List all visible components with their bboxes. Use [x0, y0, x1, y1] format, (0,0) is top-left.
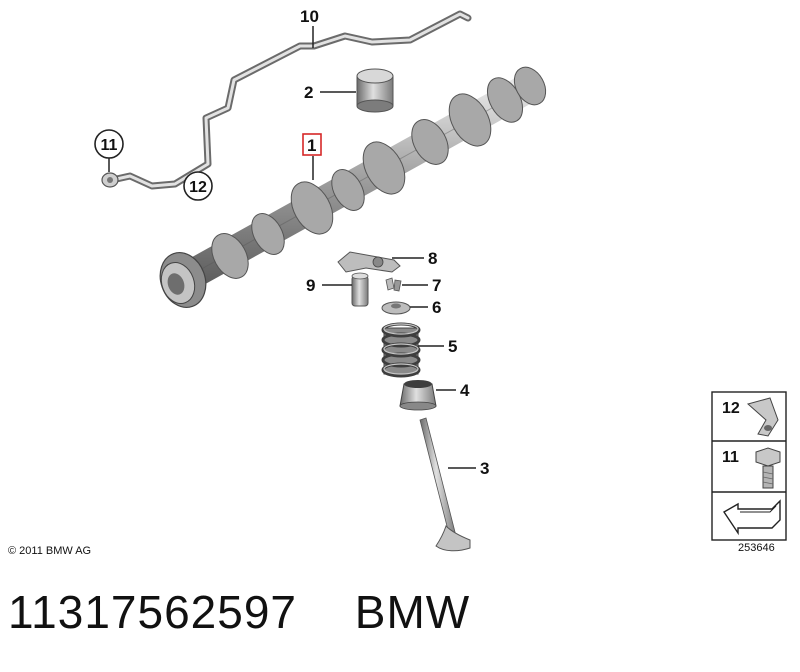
valve	[419, 417, 471, 552]
direction-arrow-icon	[723, 499, 781, 536]
footer: 11317562597 BMW	[8, 585, 514, 639]
callout-11: 11	[101, 137, 118, 154]
tappet	[356, 68, 394, 113]
callout-4: 4	[460, 381, 470, 400]
callout-3: 3	[480, 459, 489, 478]
callout-12-circle	[183, 171, 213, 201]
part-number: 11317562597	[8, 586, 297, 638]
callout-2: 2	[304, 83, 313, 102]
camshaft	[159, 66, 547, 308]
valve-stem-seal	[399, 380, 437, 411]
callout-7: 7	[432, 276, 441, 295]
valve-spring	[381, 322, 421, 378]
callout-1-highlight-box	[302, 133, 322, 156]
spring-retainer	[381, 301, 411, 315]
callout-11-circle	[94, 129, 124, 172]
lash-adjuster	[351, 272, 369, 307]
legend-label-12: 12	[722, 400, 740, 417]
callout-8: 8	[428, 249, 437, 268]
brand-name: BMW	[354, 586, 471, 638]
callout-9: 9	[306, 276, 315, 295]
leader-lines	[312, 26, 476, 469]
legend-panel	[711, 391, 787, 541]
legend-label-11: 11	[722, 449, 739, 466]
callout-10: 10	[300, 7, 319, 26]
diagram-number: 253646	[738, 542, 775, 554]
bolt-icon	[755, 447, 781, 489]
copyright-text: © 2011 BMW AG	[8, 545, 91, 557]
callout-6: 6	[432, 298, 441, 317]
callout-1: 1	[307, 136, 316, 155]
callout-5: 5	[448, 337, 457, 356]
rocker-arm	[337, 251, 401, 273]
clip-icon	[746, 397, 779, 437]
oil-pipe	[101, 10, 472, 190]
valve-keepers	[385, 277, 402, 292]
callout-12: 12	[189, 179, 207, 196]
